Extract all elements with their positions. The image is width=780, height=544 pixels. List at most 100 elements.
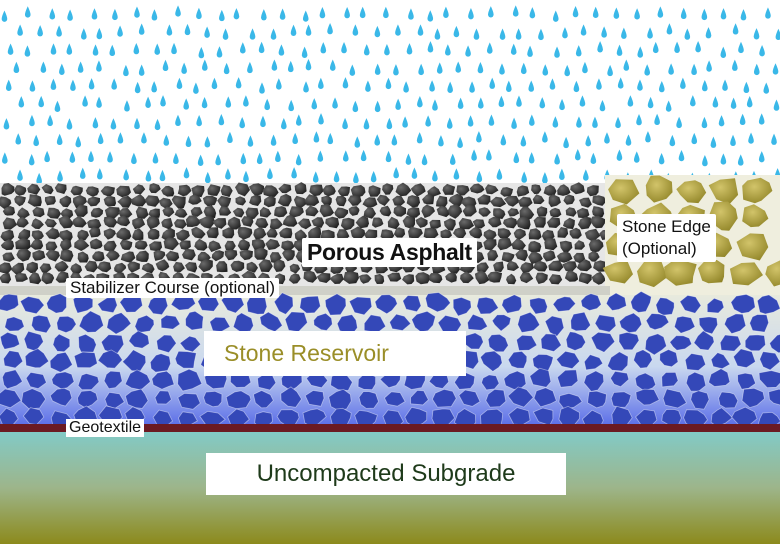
stone [54,260,69,272]
rain-drop [590,152,597,164]
rain-drop [258,41,265,54]
stone [294,182,307,195]
rain-drop [395,24,401,36]
porous-asphalt-stones [0,182,613,286]
stone [273,292,294,315]
stone [198,215,215,229]
rain-drop [457,97,464,109]
rain-drop [563,136,569,149]
stone [3,350,24,369]
stone [245,207,259,220]
rain-drop [3,118,10,130]
stone [274,206,288,218]
rain-drop [109,44,116,57]
rain-drop [318,113,324,125]
stone [469,226,483,239]
stone [487,333,509,353]
stone [645,313,670,331]
stone [27,183,41,195]
rain-drop [403,81,409,93]
stone [710,352,731,370]
rain-drop [743,81,750,94]
rain-drop [342,150,349,162]
stone [569,227,582,239]
rain-drop [576,116,582,128]
stone [335,195,347,207]
rain-drop [763,82,770,94]
rain-drop [288,99,294,112]
rain-drop [275,150,281,163]
stone [528,228,542,240]
stone [206,227,219,239]
rain-drop [652,41,659,54]
stone [41,272,55,285]
stone [27,194,42,207]
uncompacted-subgrade-label: Uncompacted Subgrade [206,453,566,495]
rain-drop [134,117,140,130]
stone [134,239,148,250]
rain-drop [239,42,246,54]
rain-drop [327,132,334,145]
stone [156,334,177,354]
stone [355,215,369,229]
stone [171,195,186,209]
stone [548,274,563,285]
rain-drop [457,136,463,149]
rain-drop [710,136,717,148]
stone [70,185,83,196]
rain-drop [124,100,130,112]
rain-drop [162,59,169,72]
rain-drop [636,113,642,126]
rain-drop [385,150,392,163]
rain-drop [758,151,765,163]
stone [237,227,253,240]
stone [303,270,318,283]
rain-drop [66,43,73,55]
rain-drop [145,96,151,108]
stone [421,204,435,218]
stone [719,334,742,352]
rain-drop [1,10,8,22]
rain-drop [354,136,361,148]
stone [2,206,15,216]
rain-drop [554,153,560,165]
rain-drop [538,28,544,41]
stone [49,387,73,407]
stone [58,229,73,241]
rain-drop [647,27,653,39]
stone [182,248,196,261]
stone [477,194,491,205]
stone [73,351,98,369]
rain-drop [542,131,548,143]
rain-drop [329,59,336,71]
rain-drop [359,6,366,19]
stone [698,316,719,335]
rain-drop [123,64,129,77]
stone [117,195,132,208]
stone [673,315,696,334]
rain-drop [110,118,117,130]
rain-drop [57,170,63,182]
stone [59,249,74,262]
stone [174,350,197,369]
rain-drop [488,6,494,18]
rain-drop [702,80,708,92]
rain-drop [623,59,630,71]
rain-drop [363,44,370,56]
stone [384,391,406,407]
rain-drop [574,149,581,161]
rain-drop [204,136,211,148]
rain-drop [447,81,453,93]
stone [428,272,443,284]
rain-drop [732,23,739,35]
stone [406,195,420,208]
stone [55,271,69,283]
rain-drop [311,98,318,110]
stone [70,263,83,275]
stone-edge-label-line2: (Optional) [622,239,697,258]
rain-drop [141,132,147,144]
rain-drop [393,167,399,179]
rain-drop [775,28,780,40]
stone [203,390,223,408]
rain-drop [112,8,118,21]
